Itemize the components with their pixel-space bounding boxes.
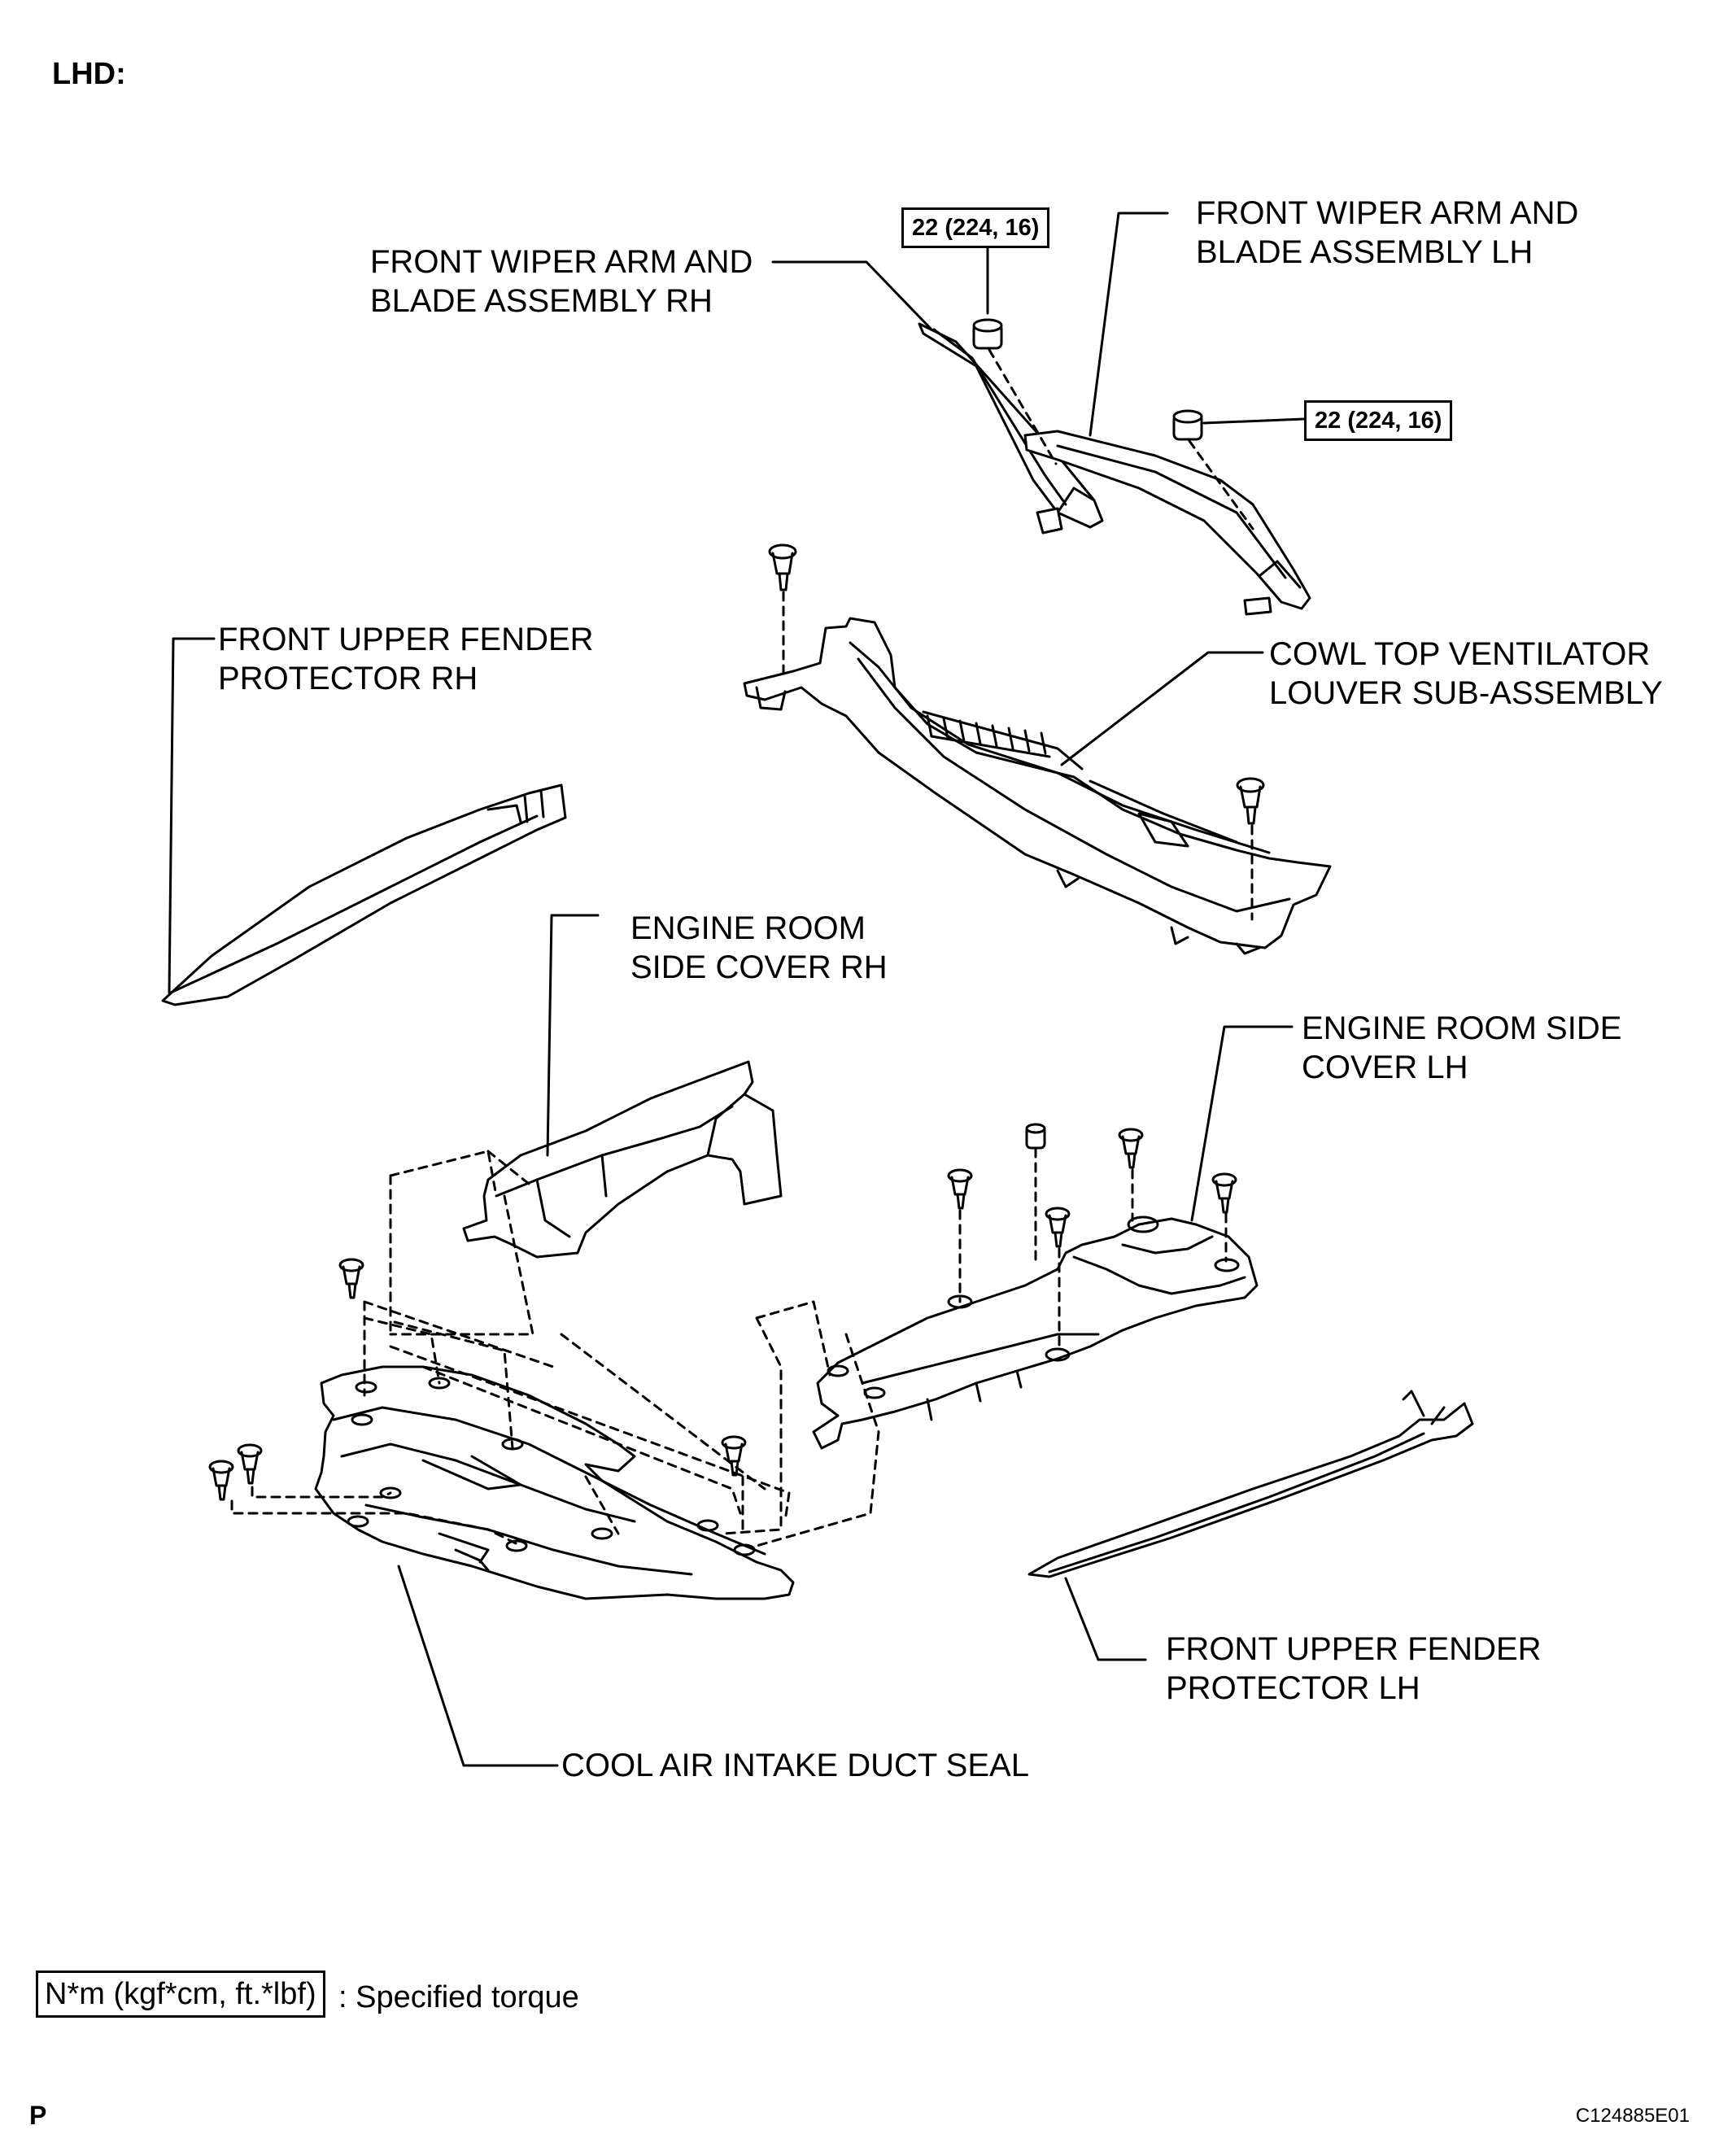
side-cover-rh-part bbox=[462, 1060, 783, 1259]
wiper-cap-rh-icon bbox=[1036, 507, 1063, 535]
figure-code: C124885E01 bbox=[1575, 2105, 1690, 2127]
leader-side-cover-rh bbox=[546, 914, 600, 1157]
leader-fender-lh bbox=[1064, 1577, 1147, 1661]
label-fender-rh-line-2: PROTECTOR RH bbox=[218, 661, 478, 696]
label-cowl-louver: COWL TOP VENTILATOR LOUVER SUB-ASSEMBLY bbox=[1269, 635, 1663, 713]
side-cover-lh-clip-2-icon bbox=[1025, 1123, 1046, 1150]
label-wiper-lh-line-1: FRONT WIPER ARM AND bbox=[1196, 195, 1579, 231]
wiper-nut-rh-icon bbox=[972, 295, 1003, 350]
torque-spec-wiper-lh: 22 (224, 16) bbox=[1304, 400, 1453, 441]
wiper-rh-guide-dash bbox=[988, 348, 1058, 465]
side-cover-lh-clip-5-icon bbox=[1045, 1207, 1071, 1248]
diagram-heading: LHD: bbox=[52, 57, 126, 91]
label-fender-rh: FRONT UPPER FENDER PROTECTOR RH bbox=[218, 620, 594, 698]
label-fender-rh-line-1: FRONT UPPER FENDER bbox=[218, 622, 594, 657]
label-fender-lh: FRONT UPPER FENDER PROTECTOR LH bbox=[1166, 1630, 1542, 1708]
cowl-clip-right-icon bbox=[1236, 777, 1265, 825]
label-cowl-line-1: COWL TOP VENTILATOR bbox=[1269, 636, 1651, 672]
side-cover-lh-clip-3-icon bbox=[1118, 1128, 1144, 1169]
wiper-arm-rh-part bbox=[918, 322, 1104, 529]
duct-clip-3-icon bbox=[208, 1460, 234, 1501]
label-side-cover-rh-line-1: ENGINE ROOM bbox=[630, 910, 866, 946]
label-wiper-lh: FRONT WIPER ARM AND BLADE ASSEMBLY LH bbox=[1196, 194, 1578, 272]
wiper-cap-lh-icon bbox=[1243, 596, 1272, 616]
label-side-cover-lh-line-1: ENGINE ROOM SIDE bbox=[1302, 1010, 1622, 1046]
wiper-nut-lh-icon bbox=[1172, 409, 1203, 441]
label-side-cover-lh-line-2: COVER LH bbox=[1302, 1050, 1468, 1085]
label-cowl-line-2: LOUVER SUB-ASSEMBLY bbox=[1269, 675, 1663, 711]
fender-protector-rh-part bbox=[161, 783, 567, 1006]
duct-seal-part bbox=[314, 1365, 795, 1600]
label-wiper-rh-line-2: BLADE ASSEMBLY RH bbox=[370, 283, 713, 319]
side-cover-lh-clip-1-icon bbox=[947, 1168, 973, 1210]
cowl-louver-part bbox=[743, 617, 1332, 955]
wiper-arm-lh-part bbox=[1023, 430, 1311, 610]
leader-torque-lh bbox=[1202, 417, 1306, 425]
leader-torque-rh bbox=[973, 244, 989, 299]
wiper-lh-guide-dash bbox=[1188, 439, 1254, 530]
label-fender-lh-line-2: PROTECTOR LH bbox=[1166, 1670, 1420, 1706]
label-side-cover-rh-line-2: SIDE COVER RH bbox=[630, 949, 888, 985]
legend-torque-units: N*m (kgf*cm, ft.*lbf) bbox=[36, 1971, 325, 2018]
label-wiper-rh: FRONT WIPER ARM AND BLADE ASSEMBLY RH bbox=[370, 242, 753, 321]
label-duct-seal: COOL AIR INTAKE DUCT SEAL bbox=[561, 1746, 1029, 1785]
torque-spec-wiper-rh: 22 (224, 16) bbox=[901, 207, 1050, 248]
label-side-cover-rh: ENGINE ROOM SIDE COVER RH bbox=[630, 909, 888, 987]
leader-wiper-rh bbox=[771, 260, 933, 331]
duct-clip-2-icon bbox=[237, 1443, 263, 1485]
label-wiper-rh-line-1: FRONT WIPER ARM AND bbox=[370, 244, 753, 280]
leader-cowl bbox=[1060, 651, 1264, 766]
label-duct-seal-line-1: COOL AIR INTAKE DUCT SEAL bbox=[561, 1748, 1029, 1783]
leader-wiper-lh bbox=[1089, 212, 1169, 437]
label-side-cover-lh: ENGINE ROOM SIDE COVER LH bbox=[1302, 1009, 1621, 1087]
legend-description: : Specified torque bbox=[338, 1980, 579, 2014]
duct-clip-1-icon bbox=[338, 1258, 364, 1299]
cowl-clip-left-icon bbox=[768, 543, 797, 591]
leader-side-cover-lh bbox=[1190, 1025, 1294, 1222]
leader-duct-seal bbox=[397, 1565, 559, 1767]
side-cover-lh-clip-4-icon bbox=[1211, 1172, 1237, 1214]
fender-protector-lh-part bbox=[1027, 1390, 1474, 1578]
label-fender-lh-line-1: FRONT UPPER FENDER bbox=[1166, 1631, 1542, 1667]
label-wiper-lh-line-2: BLADE ASSEMBLY LH bbox=[1196, 234, 1534, 270]
footer-p-mark: P bbox=[29, 2101, 47, 2130]
leader-fender-rh bbox=[168, 637, 216, 994]
